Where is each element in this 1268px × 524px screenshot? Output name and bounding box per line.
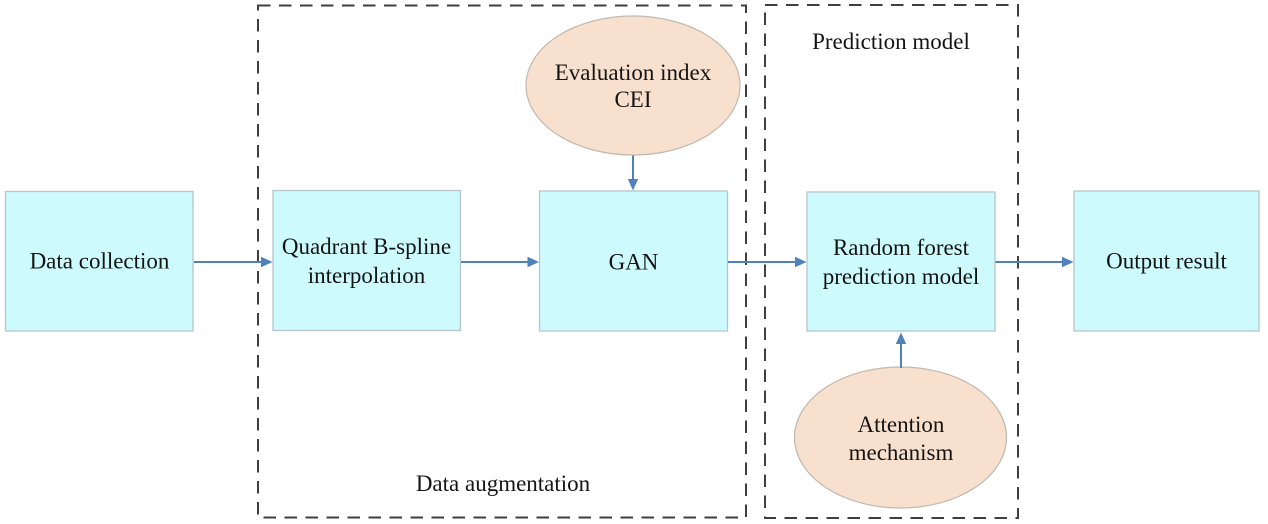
svg-text:GAN: GAN [609, 250, 659, 275]
svg-text:Output result: Output result [1106, 249, 1227, 274]
svg-text:CEI: CEI [614, 87, 651, 112]
svg-text:Evaluation index: Evaluation index [555, 60, 712, 85]
svg-text:Random forest: Random forest [833, 235, 970, 260]
svg-text:Data augmentation: Data augmentation [416, 471, 591, 496]
svg-text:mechanism: mechanism [849, 440, 954, 465]
svg-text:Quadrant B-spline: Quadrant B-spline [282, 234, 451, 259]
svg-text:prediction model: prediction model [823, 264, 980, 289]
svg-text:Prediction model: Prediction model [812, 29, 970, 54]
svg-text:interpolation: interpolation [308, 263, 426, 288]
svg-text:Attention: Attention [858, 412, 945, 437]
svg-text:Data collection: Data collection [30, 249, 170, 274]
